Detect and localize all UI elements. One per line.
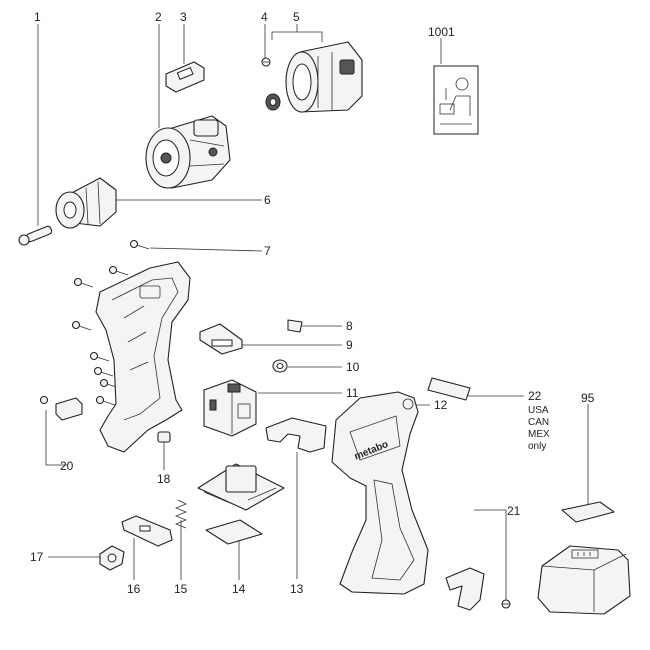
part-12-housing-right: metabo [331,391,429,595]
part-10-bushing [272,359,288,373]
leader-5 [271,31,323,42]
callout-6: 6 [264,193,271,207]
part-15-spring [174,499,188,529]
screw [71,320,92,331]
screw [95,395,116,406]
screw [93,366,114,377]
callout-1001: 1001 [428,25,455,39]
part-17-button [99,545,125,571]
note-22-line-4: only [528,441,546,452]
part-2-gearbox [145,115,231,189]
part-5-motor [265,41,363,113]
motor-pinion [265,93,281,111]
callout-11: 11 [346,386,359,400]
part-9-slider [199,323,243,355]
callout-15: 15 [174,582,188,596]
part-1-screw [18,225,53,246]
part-6-chuck [55,177,117,229]
note-22-line-2: CAN [528,417,549,428]
part-16-latch [121,515,173,547]
screw [108,265,129,276]
callout-8: 8 [346,319,353,333]
callout-13: 13 [290,582,304,596]
part-4-screw [261,57,271,67]
screw [89,351,110,362]
callout-22: 22 [528,389,542,403]
leader-7 [149,247,263,252]
callout-20: 20 [60,459,74,473]
part-22-label [427,377,471,401]
callout-numbers: 1 2 3 4 5 6 7 8 9 10 11 12 13 14 15 16 1… [30,10,595,596]
part-18-nut [157,431,171,443]
note-22-region: USA CAN MEX only [528,405,550,452]
part-20-led-holder [39,395,83,421]
part-3-selector [165,61,205,93]
callout-4: 4 [261,10,268,24]
leader-20 [45,410,68,466]
part-21-belt-clip [445,567,511,611]
callout-21: 21 [507,504,521,518]
callout-9: 9 [346,338,353,352]
part-11-switch [203,379,257,437]
screw [73,277,94,288]
part-95-label [561,501,615,523]
callout-10: 10 [346,360,360,374]
callout-2: 2 [155,10,162,24]
callout-5: 5 [293,10,300,24]
callout-1: 1 [34,10,41,24]
part-14-base [197,463,285,511]
callout-18: 18 [157,472,171,486]
housing-left-half [95,261,191,453]
part-7-screws [71,239,150,406]
callout-12: 12 [434,398,448,412]
part-13-bracket [265,417,327,453]
note-22-line-3: MEX [528,429,550,440]
callout-95: 95 [581,391,595,405]
callout-3: 3 [180,10,187,24]
leader-21 [474,509,507,600]
part-14-label [205,519,263,545]
leader-lines [37,24,589,600]
callout-7: 7 [264,244,271,258]
screw [129,239,150,250]
callout-16: 16 [127,582,141,596]
battery-pack [537,545,631,615]
note-22-line-1: USA [528,405,549,416]
callout-14: 14 [232,582,246,596]
part-8-plate [287,319,303,333]
part-1001-detail [433,65,479,135]
callout-17: 17 [30,550,44,564]
